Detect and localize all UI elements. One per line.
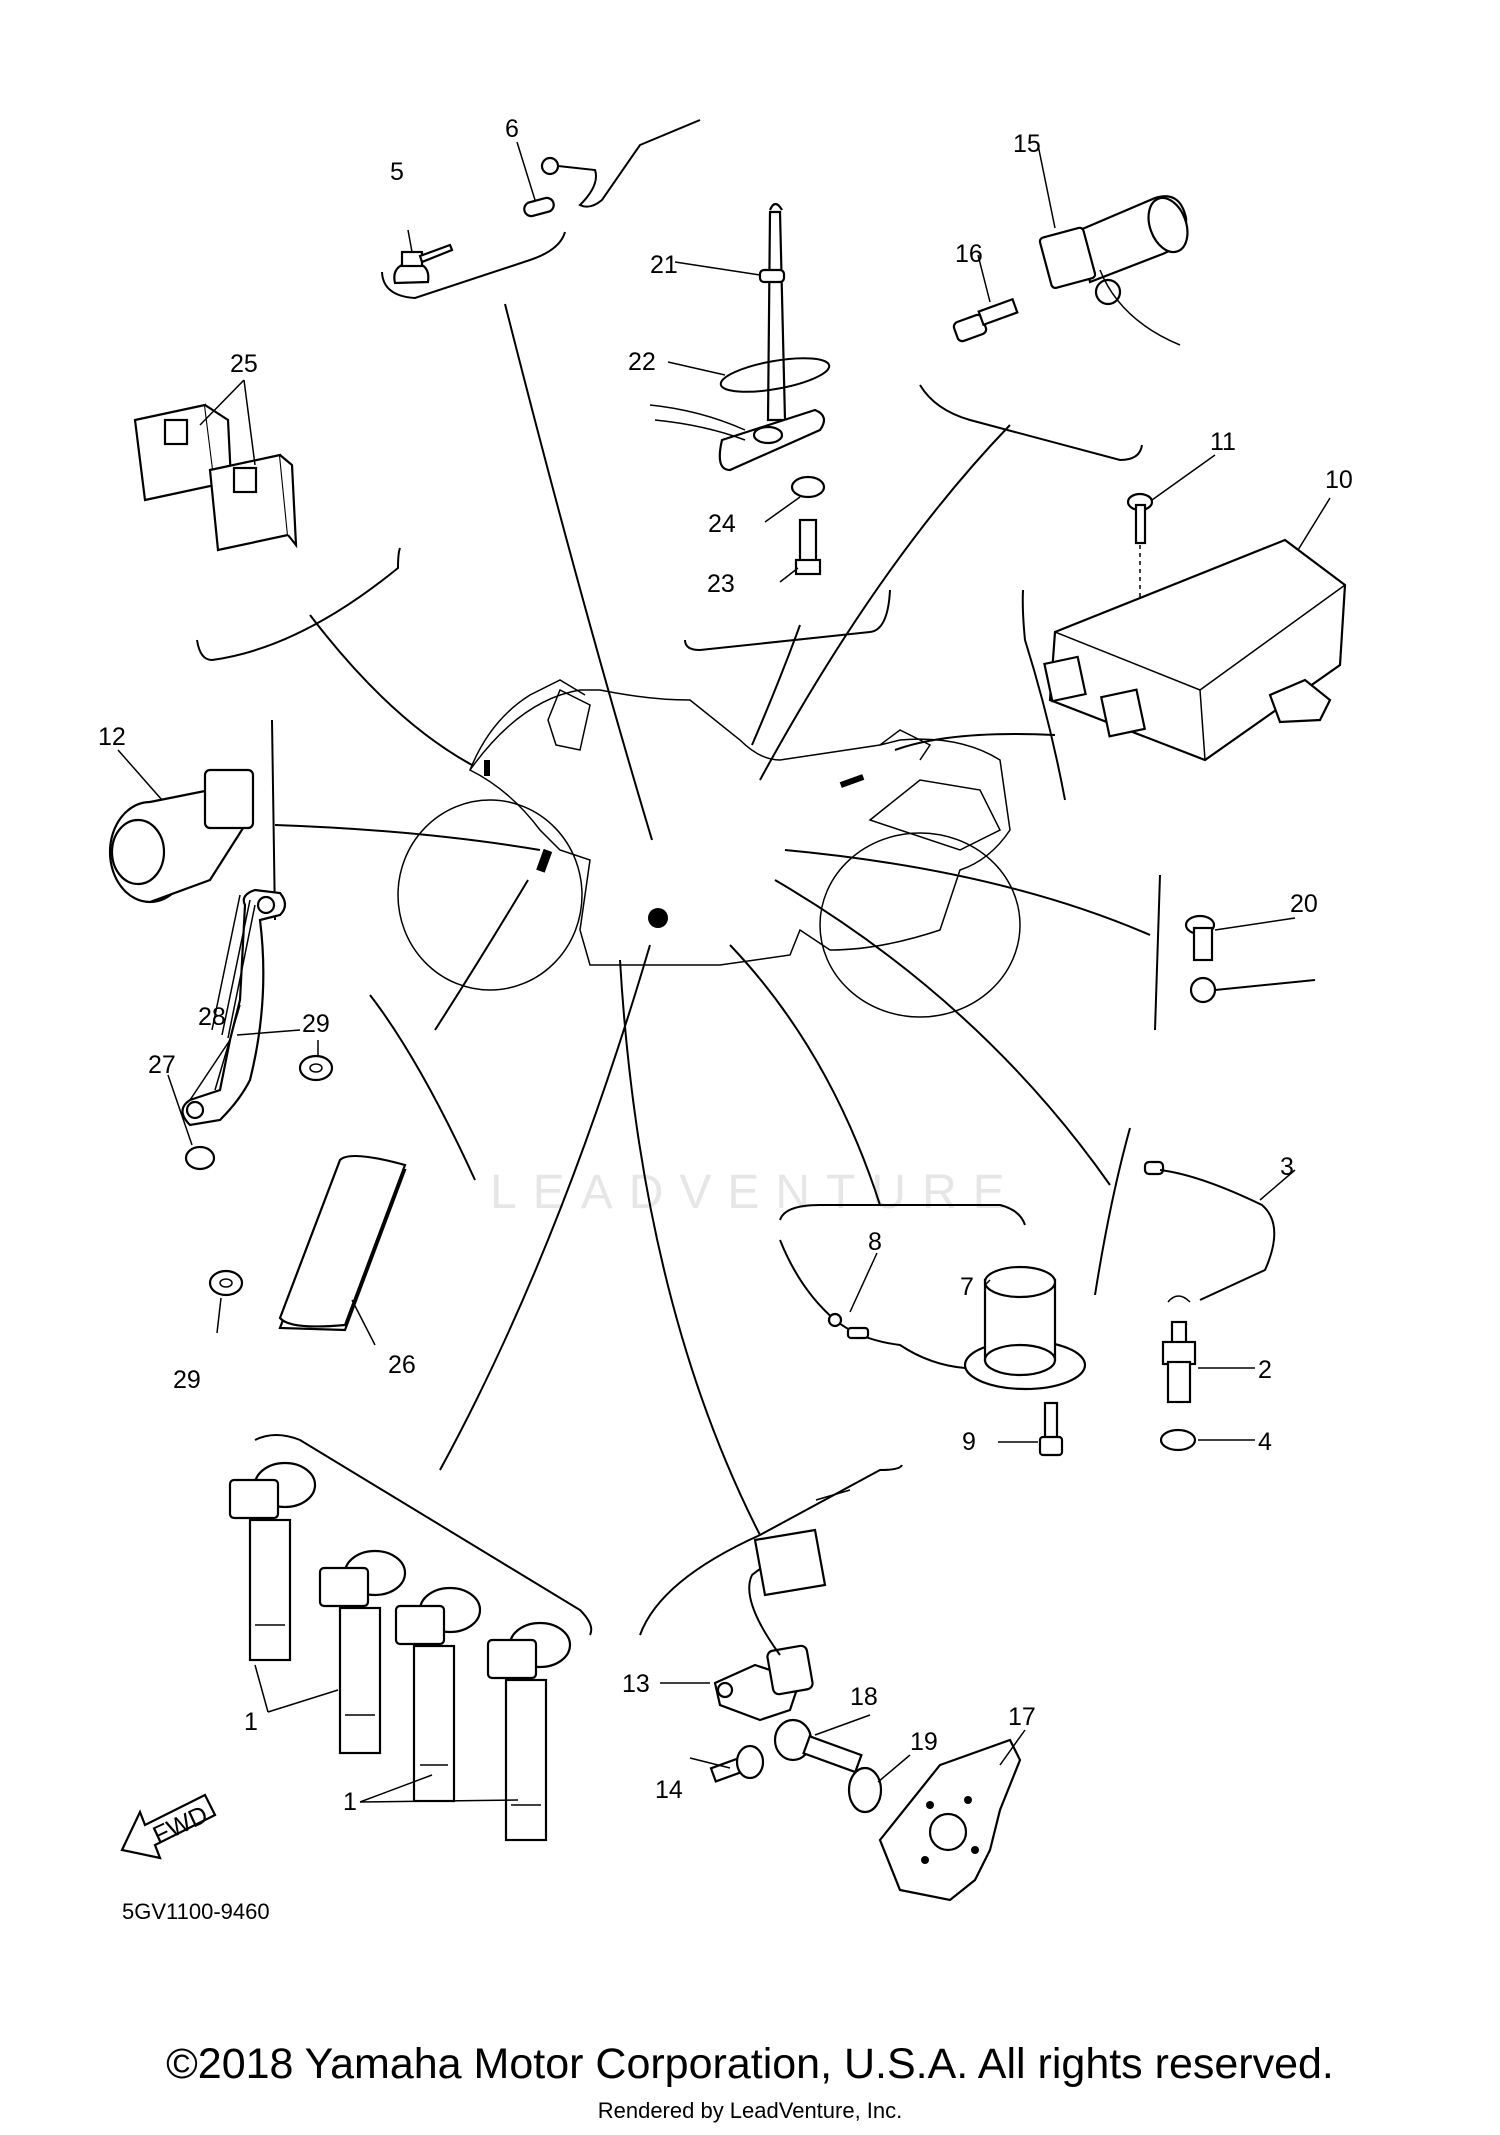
fwd-arrow-icon: FWD	[120, 1793, 217, 1860]
callout-4: 4	[1258, 1428, 1272, 1456]
callout-5: 5	[390, 158, 404, 186]
callout-15: 15	[1013, 130, 1041, 158]
callout-29a: 29	[302, 1010, 330, 1038]
part-24-washer	[764, 475, 826, 523]
callout-27: 27	[148, 1051, 176, 1079]
callout-1a: 1	[244, 1708, 258, 1736]
callout-10: 10	[1325, 466, 1353, 494]
part-7-sensor	[963, 1265, 1087, 1391]
part-14-bolt	[689, 1744, 765, 1783]
callout-12: 12	[98, 723, 126, 751]
part-28-bracket	[181, 888, 301, 1127]
part-20-bolt-lead	[1184, 914, 1316, 1004]
part-27-nut	[167, 1074, 216, 1171]
callout-21: 21	[650, 251, 678, 279]
callout-1b: 1	[343, 1788, 357, 1816]
part-13-pickup-coil	[660, 1489, 851, 1722]
part-4-washer	[1159, 1428, 1255, 1452]
callout-3: 3	[1280, 1153, 1294, 1181]
callout-11: 11	[1210, 428, 1236, 456]
part-29-washer-top	[298, 1040, 334, 1082]
part-8-wire-lead	[779, 1239, 966, 1369]
part-6-lead	[516, 119, 701, 218]
part-17-pickup-rotor	[878, 1729, 1026, 1902]
part-25-relays	[133, 379, 298, 552]
leader-lines	[274, 303, 1151, 1536]
callout-14: 14	[655, 1776, 683, 1804]
watermark-text: LEADVENTURE	[490, 1166, 1021, 1219]
part-21-sensor	[649, 202, 826, 472]
part-3-lead	[1143, 1160, 1296, 1303]
callout-13: 13	[622, 1670, 650, 1698]
part-9-bolt	[998, 1401, 1064, 1457]
diagram-code: 5GV1100-9460	[122, 1899, 270, 1924]
callout-29b: 29	[173, 1366, 201, 1394]
part-10-ecu	[1043, 497, 1347, 762]
callout-9: 9	[962, 1428, 976, 1456]
part-19-washer	[847, 1754, 911, 1814]
part-15-speed-sensor	[1037, 144, 1189, 346]
part-12-sensor	[108, 749, 255, 904]
callout-24: 24	[708, 510, 736, 538]
part-18-bolt	[773, 1714, 871, 1774]
part-26-module	[278, 1154, 407, 1346]
callout-8: 8	[868, 1228, 882, 1256]
callout-23: 23	[707, 570, 735, 598]
callout-18: 18	[850, 1683, 878, 1711]
callout-17: 17	[1008, 1703, 1036, 1731]
callout-2: 2	[1258, 1356, 1272, 1384]
part-11-screw	[1126, 454, 1216, 600]
part-22-o-ring	[667, 357, 831, 393]
callout-25: 25	[230, 350, 258, 378]
part-16-bolt	[952, 254, 1019, 343]
callout-20: 20	[1290, 890, 1318, 918]
group-braces	[196, 231, 1161, 1636]
motorcycle-silhouette	[397, 679, 1021, 1018]
part-5-thermo-switch	[393, 229, 454, 285]
copyright-notice: ©2018 Yamaha Motor Corporation, U.S.A. A…	[166, 2040, 1334, 2088]
callout-16: 16	[955, 240, 983, 268]
part-1-ignition-coils	[228, 1461, 572, 1842]
callout-28: 28	[198, 1003, 226, 1031]
callout-7: 7	[960, 1273, 974, 1301]
part-2-sensor	[1161, 1320, 1255, 1404]
callout-26: 26	[388, 1351, 416, 1379]
callout-19: 19	[910, 1728, 938, 1756]
callout-6: 6	[505, 115, 519, 143]
part-29-washer-bottom	[208, 1269, 244, 1334]
part-23-bolt	[779, 518, 822, 583]
callout-numbers: 5 6 21 22 24 23 15 16 25 11 10 12 20 28 …	[98, 115, 1353, 1816]
rendered-by-credit: Rendered by LeadVenture, Inc.	[597, 2098, 903, 2123]
callout-22: 22	[628, 348, 656, 376]
